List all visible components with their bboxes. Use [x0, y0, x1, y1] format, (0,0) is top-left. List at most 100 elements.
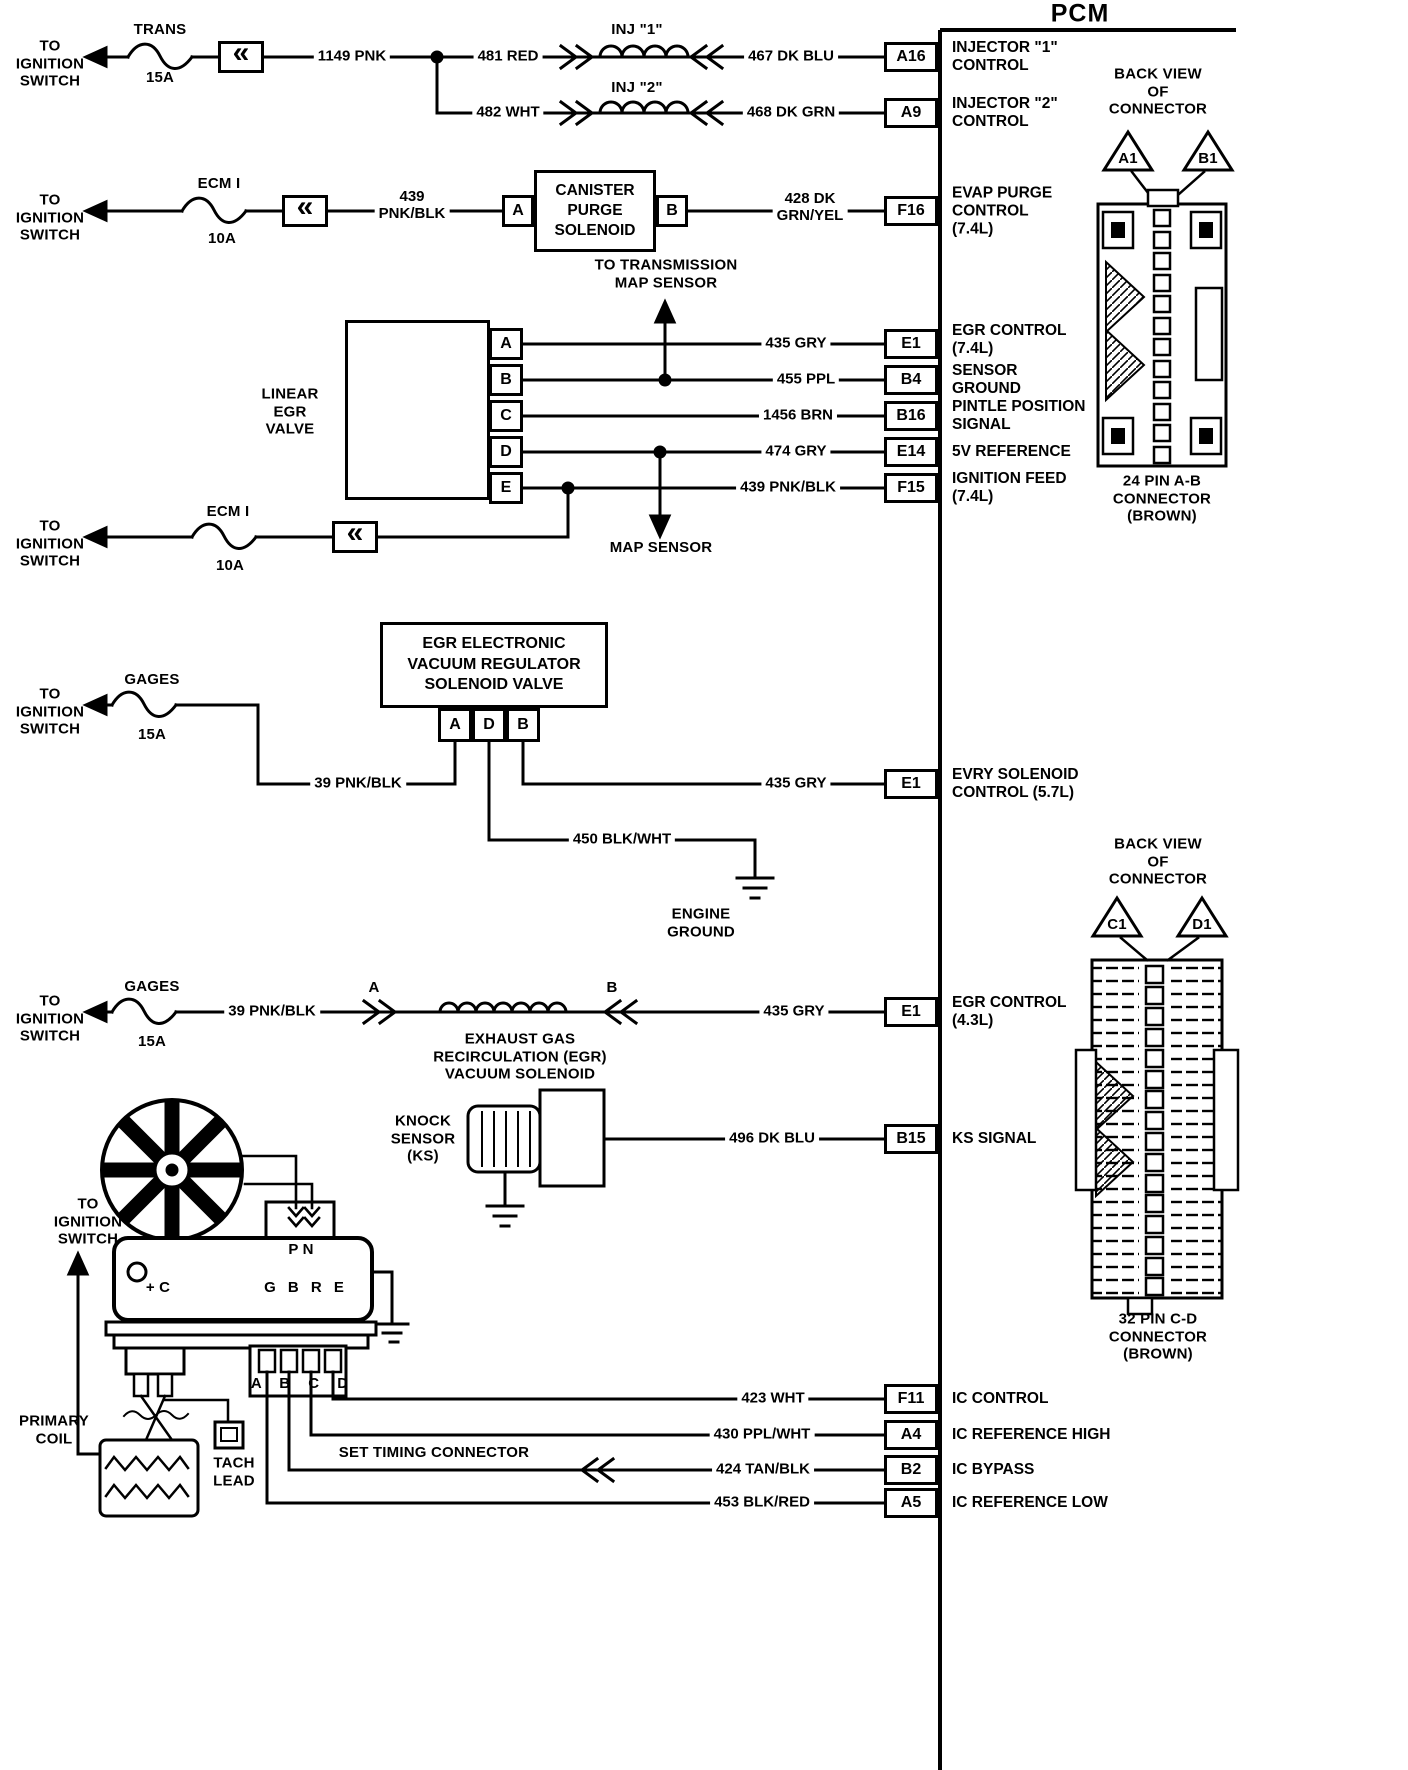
- wire-label: 1149 PNK: [313, 47, 391, 67]
- left-arrow-icon: [82, 693, 108, 717]
- terminal-desc: KS SIGNAL: [952, 1130, 1037, 1148]
- fuse-icon: [109, 997, 179, 1025]
- evr-terminal-b: B: [506, 708, 540, 742]
- up-arrow-icon: [653, 298, 677, 324]
- to-transmission-map-sensor-label: TO TRANSMISSION MAP SENSOR: [594, 256, 738, 291]
- distributor-gbre-label: G B R E: [264, 1279, 348, 1297]
- d1-triangle: [1175, 895, 1229, 938]
- fusible-link-icon: «: [218, 38, 264, 73]
- linear-egr-valve-label: LINEAR EGR VALVE: [261, 385, 319, 438]
- to-ignition-switch-label: TO IGNITION SWITCH: [53, 1195, 123, 1248]
- knock-sensor-drawing: [466, 1088, 886, 1228]
- wire-label: 1456 BRN: [758, 406, 838, 426]
- pn-terminal-chevrons-icon: [287, 1206, 321, 1228]
- canister-terminal-a: A: [502, 195, 534, 227]
- wire-break-icon: [122, 1410, 190, 1420]
- egr-terminal-e: E: [489, 472, 523, 504]
- pcm-terminal-a5: A5: [884, 1488, 938, 1518]
- chevron-right-icon: [361, 998, 398, 1026]
- pcm-terminal-a16: A16: [884, 42, 938, 72]
- pcm-terminal-e14: E14: [884, 437, 938, 467]
- fusible-link-icon: «: [282, 192, 328, 227]
- ground-icon: [735, 876, 775, 900]
- pcm-terminal-e1: E1: [884, 329, 938, 359]
- wire-label: 455 PPL: [772, 370, 840, 390]
- fuse-icon: [125, 42, 195, 70]
- canister-purge-solenoid-box: CANISTER PURGE SOLENOID: [534, 170, 656, 252]
- fuse-amps: 10A: [215, 557, 245, 575]
- to-ignition-switch-label: TO IGNITION SWITCH: [15, 191, 85, 244]
- chevron-left-icon: [579, 1456, 616, 1484]
- distributor-body: [112, 1236, 374, 1322]
- linear-egr-wires: [521, 298, 886, 540]
- terminal-desc: EVAP PURGE CONTROL (7.4L): [952, 184, 1053, 237]
- c1-label: C1: [1107, 916, 1127, 934]
- to-ignition-switch-label: TO IGNITION SWITCH: [15, 992, 85, 1045]
- b1-label: B1: [1198, 150, 1218, 168]
- tach-lead-terminal: [213, 1420, 245, 1450]
- egr-terminal-b: B: [489, 364, 523, 396]
- pcm-terminal-e1b: E1: [884, 769, 938, 799]
- chevron-left-icon: [602, 998, 639, 1026]
- egr-vacuum-solenoid-label: EXHAUST GAS RECIRCULATION (EGR) VACUUM S…: [433, 1030, 607, 1083]
- wire-label: 435 GRY: [761, 334, 831, 354]
- knock-sensor-label: KNOCK SENSOR (KS): [390, 1112, 456, 1165]
- wire-label: 496 DK BLU: [725, 1129, 819, 1149]
- connector-24pin-drawing: [1096, 129, 1235, 468]
- wire-label: 424 TAN/BLK: [712, 1460, 814, 1480]
- wire-label: 482 WHT: [472, 103, 544, 123]
- to-ignition-switch-label: TO IGNITION SWITCH: [15, 517, 85, 570]
- egr-terminal-a: A: [489, 328, 523, 360]
- canister-terminal-b: B: [656, 195, 688, 227]
- pcm-terminal-f16: F16: [884, 196, 938, 226]
- terminal-desc: SENSOR GROUND: [952, 362, 1021, 397]
- wire-label: 435 GRY: [761, 774, 831, 794]
- a1-triangle: [1101, 129, 1155, 172]
- a1-label: A1: [1118, 150, 1138, 168]
- wire-label: 468 DK GRN: [742, 103, 840, 123]
- coil-terminal-icon: [126, 1261, 148, 1283]
- connector-24pin-label: 24 PIN A-B CONNECTOR (BROWN): [1112, 472, 1212, 525]
- injector-1-label: INJ "1": [611, 21, 663, 39]
- terminal-desc: PINTLE POSITION SIGNAL: [952, 398, 1086, 433]
- fuse-amps: 10A: [207, 230, 237, 248]
- wire-label: 39 PNK/BLK: [310, 774, 406, 794]
- c1-triangle: [1090, 895, 1144, 938]
- linear-egr-valve-box: [345, 320, 490, 500]
- ignition-feed-wires: [82, 486, 570, 550]
- terminal-desc: IC BYPASS: [952, 1461, 1035, 1479]
- wire-label: 428 DK GRN/YEL: [772, 190, 848, 226]
- terminal-desc: EVRY SOLENOID CONTROL (5.7L): [952, 766, 1079, 801]
- distributor-abcd-label: A B C D: [250, 1375, 356, 1393]
- pcm-terminal-a4: A4: [884, 1420, 938, 1450]
- distributor-plus-c-label: + C: [145, 1279, 171, 1297]
- wire-label: 423 WHT: [737, 1389, 809, 1409]
- solenoid-terminal-b-label: B: [606, 979, 618, 997]
- distributor-pn-label: P N: [288, 1241, 314, 1259]
- terminal-desc: IC CONTROL: [952, 1390, 1049, 1408]
- terminal-desc: IC REFERENCE LOW: [952, 1494, 1108, 1512]
- wire-label: 467 DK BLU: [744, 47, 838, 67]
- tach-lead-label: TACH LEAD: [213, 1454, 255, 1489]
- pcm-terminal-b2: B2: [884, 1455, 938, 1485]
- set-timing-connector-label: SET TIMING CONNECTOR: [338, 1444, 530, 1462]
- injector-2-coil-icon: [598, 100, 690, 115]
- connector-32pin-label: 32 PIN C-D CONNECTOR (BROWN): [1108, 1310, 1208, 1363]
- evr-terminal-d: D: [472, 708, 506, 742]
- connector-32pin-drawing: [1074, 895, 1240, 1316]
- canister-purge-wires: [82, 196, 886, 224]
- fuse-amps: 15A: [145, 69, 175, 87]
- terminal-desc: 5V REFERENCE: [952, 443, 1071, 461]
- to-ignition-switch-label: TO IGNITION SWITCH: [15, 37, 85, 90]
- pcm-boundary-line: [938, 28, 1236, 1770]
- left-arrow-icon: [82, 1000, 108, 1024]
- wire-label: 435 GRY: [759, 1002, 829, 1022]
- pcm-terminal-a9: A9: [884, 98, 938, 128]
- wire-label: 453 BLK/RED: [710, 1493, 814, 1513]
- engine-ground-label: ENGINE GROUND: [667, 905, 735, 940]
- d1-label: D1: [1192, 916, 1212, 934]
- fuse-amps: 15A: [137, 1033, 167, 1051]
- ground-icon: [374, 1322, 410, 1344]
- terminal-desc: IGNITION FEED (7.4L): [952, 470, 1067, 505]
